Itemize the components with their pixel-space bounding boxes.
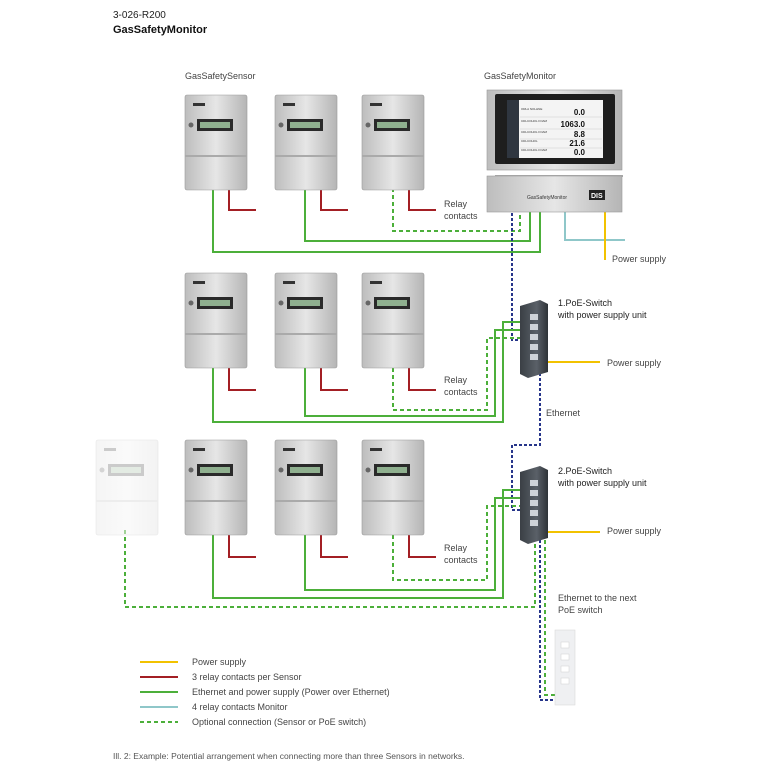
monitor-row-label: CDLCOHOL	[521, 139, 538, 143]
monitor-logo-badge	[589, 190, 605, 200]
relay-line-row1-s3	[408, 188, 436, 211]
gas-sensor-row1-2	[274, 94, 338, 191]
monitor-logo: DIS	[591, 193, 603, 200]
poe-line-row1-s1	[212, 188, 541, 253]
document-title: GasSafetyMonitor	[113, 24, 208, 36]
next-switch-sublabel: PoE switch	[558, 605, 603, 615]
relay-label-row3-contacts: contacts	[444, 555, 478, 565]
relay-label-row2: Relay	[444, 375, 468, 385]
legend-label: Ethernet and power supply (Power over Et…	[192, 687, 390, 697]
gas-sensor-row2-2	[274, 272, 338, 369]
relay-line-row1-s2	[320, 188, 348, 211]
optional-line-row3-s3	[392, 505, 520, 581]
switch1-power-label: Power supply	[607, 358, 662, 368]
gas-sensor-row2-3	[361, 272, 425, 369]
legend-label: Optional connection (Sensor or PoE switc…	[192, 717, 366, 727]
figure-caption: Ill. 2: Example: Potential arrangement w…	[113, 751, 465, 761]
gas-sensor-row1-1	[184, 94, 248, 191]
sensor-devices	[95, 94, 425, 536]
poe-line-row1-s2	[304, 188, 531, 242]
optional-line-row2-s3	[392, 337, 520, 411]
monitor-readings: ORLA NOLHNE 0.0 CDLCOHOL FOAM 1063.0 CDL…	[520, 107, 602, 157]
ethernet-switch1-switch2	[511, 368, 541, 511]
monitor-value: 0.0	[574, 108, 586, 117]
relay-label-row3: Relay	[444, 543, 468, 553]
optional-line-row3-s0	[124, 520, 536, 608]
gas-safety-monitor: GasSafetyMonitor DIS	[486, 89, 623, 213]
relay-line-row3-s2	[320, 535, 348, 558]
poe-line-row2-s1	[212, 321, 520, 423]
poe-line-row2-s2	[304, 329, 520, 417]
gas-sensor-row3-optional	[95, 439, 159, 536]
relay-line-row2-s1	[228, 368, 256, 391]
monitor-value: 21.6	[569, 139, 585, 148]
poe-switch-next	[554, 629, 576, 706]
relay-line-row2-s2	[320, 368, 348, 391]
switch2-label: 2.PoE-Switch	[558, 466, 613, 476]
switch1-label: 1.PoE-Switch	[558, 298, 613, 308]
legend-label: Power supply	[192, 657, 247, 667]
relay-line-row1-s1	[228, 188, 256, 211]
relay-line-row3-s1	[228, 535, 256, 558]
monitor-power-label: Power supply	[612, 254, 667, 264]
ethernet-next-switch	[539, 540, 555, 701]
sensor-group-label: GasSafetySensor	[185, 71, 256, 81]
legend-label: 3 relay contacts per Sensor	[192, 672, 302, 682]
legend: Power supply 3 relay contacts per Sensor…	[140, 657, 390, 727]
poe-line-row3-s2	[304, 497, 520, 591]
ethernet-monitor-switch1	[511, 208, 520, 341]
monitor-row-label: CDLCOHOL FOAM	[521, 148, 548, 152]
gas-sensor-row3-1	[184, 439, 248, 536]
monitor-relay-line	[564, 208, 625, 241]
relay-label-row1-contacts: contacts	[444, 211, 478, 221]
ethernet-label: Ethernet	[546, 408, 581, 418]
wires	[124, 188, 625, 701]
gas-sensor-row1-3	[361, 94, 425, 191]
poe-switch-1	[520, 300, 548, 378]
monitor-value: 0.0	[574, 148, 586, 157]
optional-line-row1-s3	[392, 188, 521, 232]
monitor-row-label: ORLA NOLHNE	[521, 107, 542, 111]
relay-label-row1: Relay	[444, 199, 468, 209]
gas-sensor-row2-1	[184, 272, 248, 369]
monitor-group-label: GasSafetyMonitor	[484, 71, 557, 81]
relay-line-row2-s3	[408, 368, 436, 391]
poe-switch-2	[520, 466, 548, 544]
monitor-value: 1063.0	[561, 120, 586, 129]
legend-label: 4 relay contacts Monitor	[192, 702, 288, 712]
next-switch-label: Ethernet to the next	[558, 593, 637, 603]
monitor-front-label: GasSafetyMonitor	[527, 195, 567, 201]
gas-sensor-row3-2	[274, 439, 338, 536]
document-code: 3-026-R200	[113, 10, 166, 21]
optional-line-next-switch	[544, 540, 555, 696]
monitor-row-label: CDLCOHOL FOAM	[521, 130, 548, 134]
relay-label-row2-contacts: contacts	[444, 387, 478, 397]
monitor-value: 8.8	[574, 130, 586, 139]
switch2-sublabel: with power supply unit	[558, 478, 647, 488]
poe-line-row3-s1	[212, 489, 520, 599]
gas-sensor-row3-3	[361, 439, 425, 536]
monitor-row-label: CDLCOHOL FOAM	[521, 119, 548, 123]
switch2-power-label: Power supply	[607, 526, 662, 536]
switch1-sublabel: with power supply unit	[558, 310, 647, 320]
relay-line-row3-s3	[408, 535, 436, 558]
